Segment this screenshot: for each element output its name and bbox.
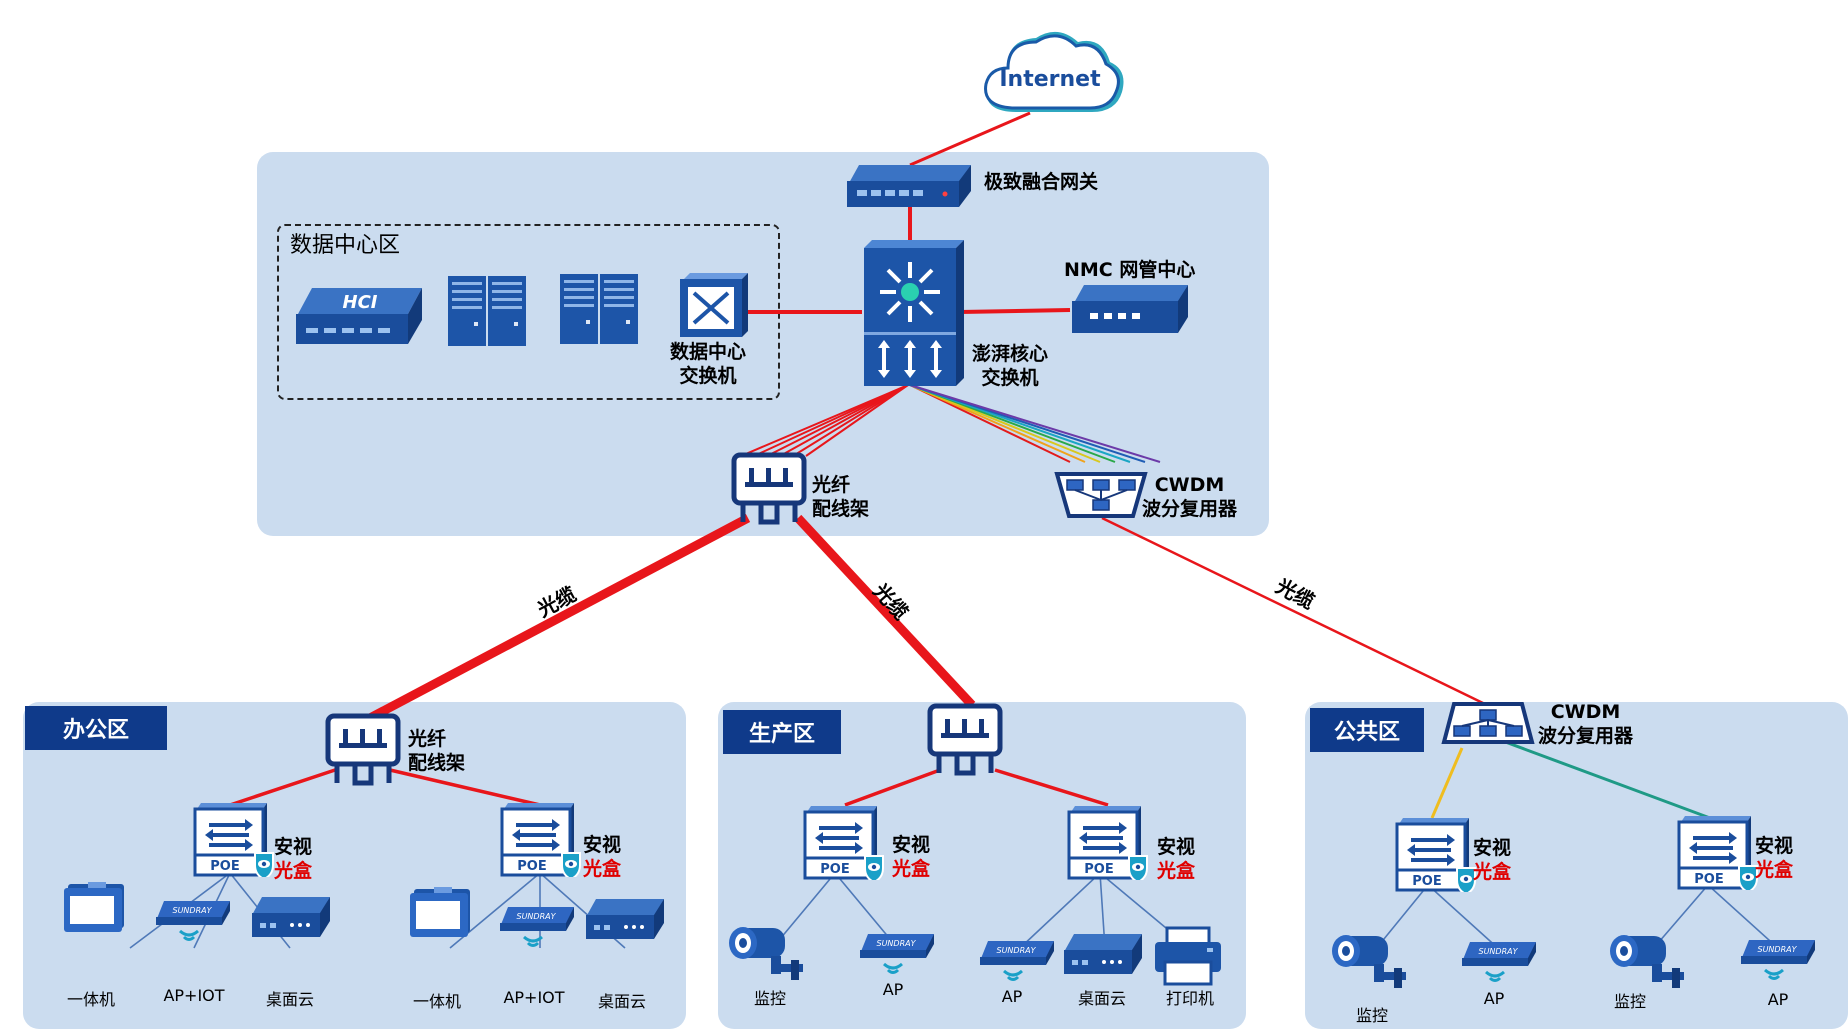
device-label: AP [1001, 987, 1023, 1006]
dc-switch-icon [680, 273, 748, 337]
odf-production-cable [794, 514, 976, 709]
desktop-cloud-icon [248, 893, 332, 945]
ap-brand: SUNDRAY [517, 912, 557, 921]
odf-icon [731, 452, 807, 525]
core-switch-icon [864, 240, 964, 386]
poe-text: POE [1694, 872, 1723, 887]
lightbox-label: 安视光盒 [1755, 835, 1794, 882]
poe-text: POE [1084, 862, 1113, 877]
poe-text: POE [820, 862, 849, 877]
poe-text: POE [1412, 874, 1441, 889]
printer-icon [1153, 926, 1225, 992]
poe-text: POE [517, 859, 546, 874]
lightbox-label: 安视光盒 [1473, 837, 1512, 884]
device-label: 一体机 [66, 990, 116, 1009]
office-tag: 办公区 [25, 706, 167, 750]
poe-lightbox-icon: POE [193, 803, 277, 881]
core-odf-label: 光纤 配线架 [812, 474, 870, 521]
device-label: 一体机 [412, 992, 462, 1011]
lightbox-label: 安视光盒 [274, 836, 313, 883]
all-in-one-pc-icon [62, 880, 132, 940]
public-cwdm-box1 [1430, 747, 1464, 819]
dc-switch-label: 数据中心 交换机 [670, 341, 747, 388]
gateway-icon [847, 165, 971, 207]
device-label: 监控 [1613, 992, 1647, 1011]
cwdm-icon [1054, 472, 1148, 518]
poe-lightbox-icon: POE [803, 806, 887, 884]
internet-label: Internet [999, 67, 1101, 92]
lightbox-label: 安视光盒 [583, 834, 622, 881]
device-label: 监控 [1355, 1006, 1389, 1025]
device-label: 桌面云 [1077, 989, 1127, 1008]
server-rack-icon [560, 274, 638, 344]
poe-text: POE [210, 859, 239, 874]
all-in-one-pc-icon [408, 885, 478, 945]
device-label: AP [882, 980, 904, 999]
gateway-label: 极致融合网关 [984, 171, 1099, 193]
camera-icon [727, 920, 807, 988]
device-label: 打印机 [1165, 989, 1215, 1008]
core-nmc-link [959, 308, 1071, 314]
core-odf-fibers [740, 384, 909, 457]
core-cwdm-label: CWDM 波分复用器 [1142, 474, 1238, 521]
datacenter-title: 数据中心区 [290, 233, 401, 258]
desktop-cloud-icon [582, 895, 666, 947]
office-odf-box1 [229, 768, 336, 807]
access-point-icon: SUNDRAY [496, 903, 576, 955]
prod-odf-box2 [994, 768, 1109, 807]
lightbox-label: 安视光盒 [1157, 836, 1196, 883]
device-label: AP+IOT [503, 988, 565, 1007]
cwdm-icon [1441, 702, 1535, 744]
hci-icon: HCI [296, 288, 422, 344]
ap-brand: SUNDRAY [1479, 947, 1519, 956]
desktop-cloud-icon [1060, 930, 1144, 982]
odf-icon [927, 703, 1003, 776]
poe-lightbox-icon: POE [1395, 818, 1479, 896]
lightbox-label: 安视光盒 [892, 834, 931, 881]
prod-odf-box1 [844, 768, 941, 807]
production-tag: 生产区 [723, 710, 841, 754]
access-point-icon: SUNDRAY [976, 937, 1056, 989]
internet-link [909, 111, 1031, 167]
odf-icon [325, 713, 401, 786]
device-label: 桌面云 [597, 992, 647, 1011]
hci-text: HCI [343, 292, 378, 313]
device-label: AP+IOT [163, 986, 225, 1005]
nmc-icon [1072, 285, 1188, 333]
poe-lightbox-icon: POE [1677, 816, 1761, 894]
core-cwdm-wavelengths [909, 384, 1161, 463]
server-rack-icon [448, 276, 526, 346]
device-label: AP [1483, 989, 1505, 1008]
public-cwdm-label: CWDM 波分复用器 [1538, 701, 1634, 748]
office-odf-label: 光纤 配线架 [408, 728, 466, 775]
device-label: 桌面云 [265, 990, 315, 1009]
device-label: 监控 [753, 989, 787, 1008]
access-point-icon: SUNDRAY [152, 897, 232, 949]
access-point-icon: SUNDRAY [1458, 938, 1538, 990]
odf-office-cable [367, 514, 751, 722]
ap-brand: SUNDRAY [997, 946, 1037, 955]
nmc-label: NMC 网管中心 [1064, 259, 1196, 281]
access-point-icon: SUNDRAY [856, 930, 936, 982]
cwdm-public-cable [1101, 516, 1488, 707]
public-cwdm-box2 [1499, 738, 1711, 820]
ap-brand: SUNDRAY [173, 906, 213, 915]
cloud-icon: Internet [984, 31, 1124, 112]
device-label: AP [1767, 990, 1789, 1009]
public-tag: 公共区 [1310, 708, 1424, 752]
ap-brand: SUNDRAY [1758, 945, 1798, 954]
access-point-icon: SUNDRAY [1737, 936, 1817, 988]
office-odf-box2 [389, 768, 541, 807]
camera-icon [1608, 928, 1688, 996]
poe-lightbox-icon: POE [1067, 806, 1151, 884]
poe-lightbox-icon: POE [500, 803, 584, 881]
ap-brand: SUNDRAY [877, 939, 917, 948]
camera-icon [1330, 928, 1410, 996]
core-switch-label: 澎湃核心 交换机 [972, 343, 1049, 390]
